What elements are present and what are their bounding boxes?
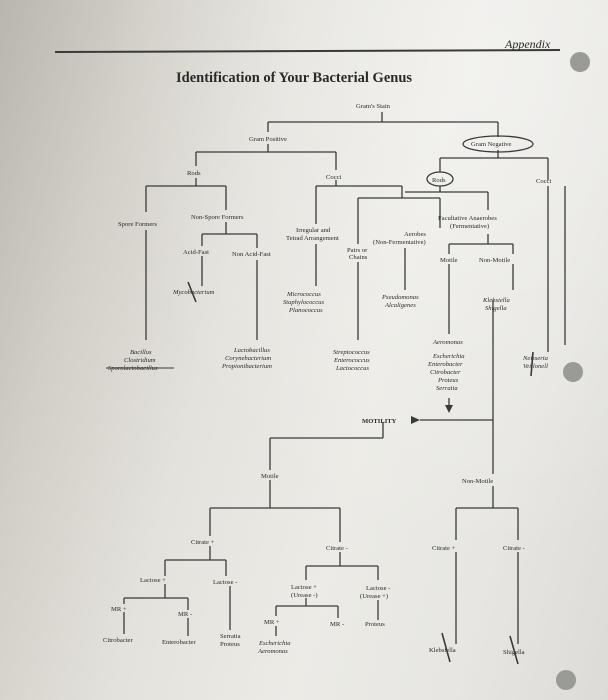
genus-proteus-list: Proteus	[437, 377, 459, 384]
genus-corynebacterium: Corynebacterium	[225, 355, 271, 362]
genus-micrococcus: Micrococcus	[286, 291, 321, 298]
citrate-minus-2-label: Citrate -	[503, 545, 525, 552]
lactose-minus-urease-label-2: (Urease +)	[360, 593, 388, 600]
genus-alcaligenes: Alcaligenes	[384, 302, 416, 309]
header-rule	[54, 49, 561, 53]
leaf-proteus-a: Proteus	[220, 641, 240, 648]
non-acid-fast-label: Non Acid-Fast	[232, 251, 271, 258]
cocci-negative-label: Cocci	[536, 178, 552, 185]
genus-planococcus: Planococcus	[288, 307, 323, 314]
genus-shigella: Shigella	[485, 305, 507, 312]
tree-lines	[123, 112, 566, 644]
leaf-aeromonas: Aeromonas	[257, 648, 288, 655]
gram-negative-oval	[462, 135, 534, 153]
genus-veillonella: Veillonell	[523, 363, 548, 370]
motile-2-label: Motile	[261, 473, 279, 480]
aerobes-label-2: (Non-Fermentative)	[373, 239, 426, 246]
genus-lactococcus: Lactococcus	[335, 365, 369, 372]
aerobes-label-1: Aerobes	[404, 231, 426, 238]
non-motile-2-label: Non-Motile	[462, 478, 493, 485]
genus-sporolactobacillus: Sporolactobacillus	[108, 365, 158, 372]
leaf-citrobacter: Citrobacter	[103, 637, 133, 644]
pairs-label-1: Pairs or	[347, 247, 368, 254]
genus-pseudomonas: Pseudomonas	[381, 294, 419, 301]
citrate-plus-2-label: Citrate +	[432, 545, 456, 552]
gram-positive-label: Gram Positive	[249, 136, 287, 143]
rods-positive-label: Rods	[187, 170, 201, 177]
genus-lactobacillus: Lactobacillus	[233, 347, 270, 354]
lactose-plus-urease-label-1: Lactose +	[291, 584, 317, 591]
motility-label: MOTILITY	[362, 418, 397, 425]
genus-bacillus: Bacillus	[130, 349, 152, 356]
acid-fast-label: Acid-Fast	[183, 249, 209, 256]
lactose-minus-label: Lactose -	[213, 579, 237, 586]
genus-clostridium: Clostridium	[124, 357, 156, 364]
punch-hole-top	[570, 52, 590, 72]
leaf-escherichia: Escherichia	[258, 640, 291, 647]
lactose-plus-label: Lactose +	[140, 577, 166, 584]
leaf-shigella: Shigella	[503, 649, 525, 656]
grams-stain-label: Gram's Stain	[356, 103, 391, 110]
genus-neisseria: Neisseria	[522, 355, 549, 362]
genus-escherichia-list: Escherichia	[432, 353, 465, 360]
mr-minus-1-label: MR -	[178, 611, 192, 618]
genus-serratia-list: Serratia	[436, 385, 458, 392]
genus-staphylococcus: Staphylococcus	[283, 299, 324, 306]
mr-plus-2-label: MR +	[264, 619, 280, 626]
genus-mycobacterium: Mycobacterium	[172, 289, 215, 296]
leaf-serratia: Serratia	[220, 633, 241, 640]
genus-propionibacterium: Propionibacterium	[221, 363, 272, 370]
genus-enterococcus: Enterococcus	[333, 357, 370, 364]
leaf-enterobacter: Enterobacter	[162, 639, 196, 646]
leaf-klebsiella: Klebsiella	[429, 647, 456, 654]
leaf-proteus-b: Proteus	[365, 621, 385, 628]
citrate-minus-label: Citrate -	[326, 545, 348, 552]
mr-minus-2-label: MR -	[330, 621, 344, 628]
irregular-label-2: Tetrad Arrangement	[286, 235, 339, 242]
facultative-label-1: Facultative Anaerobes	[438, 215, 497, 222]
genus-klebsiella: Klebsiella	[482, 297, 510, 304]
spore-formers-label: Spore Formers	[118, 221, 157, 228]
genus-streptococcus: Streptococcus	[333, 349, 370, 356]
gram-negative-label: Gram Negative	[471, 141, 512, 148]
citrate-plus-label: Citrate +	[191, 539, 215, 546]
lactose-minus-urease-label-1: Lactose -	[366, 585, 390, 592]
non-motile-label: Non-Motile	[479, 257, 510, 264]
lactose-plus-urease-label-2: (Urease -)	[291, 592, 318, 599]
non-spore-formers-label: Non-Spore Formers	[191, 214, 244, 221]
genus-enterobacter-list: Enterobacter	[427, 361, 463, 368]
punch-hole-bottom	[556, 670, 576, 690]
rods-negative-label: Rods	[432, 177, 446, 184]
punch-hole-middle	[563, 362, 583, 382]
facultative-label-2: (Fermentative)	[450, 223, 489, 230]
cocci-positive-label: Cocci	[326, 174, 342, 181]
pen-marks	[187, 281, 534, 665]
rods-negative-oval	[426, 171, 454, 187]
motile-label: Motile	[440, 257, 458, 264]
genus-citrobacter-list: Citrobacter	[430, 369, 461, 376]
genus-aeromonas-list: Aeromonas	[432, 339, 463, 346]
page-title: Identification of Your Bacterial Genus	[176, 70, 412, 86]
pairs-label-2: Chains	[349, 254, 368, 261]
appendix-label: Appendix	[504, 37, 551, 51]
irregular-label-1: Irregular and	[296, 227, 331, 234]
mr-plus-1-label: MR +	[111, 606, 127, 613]
